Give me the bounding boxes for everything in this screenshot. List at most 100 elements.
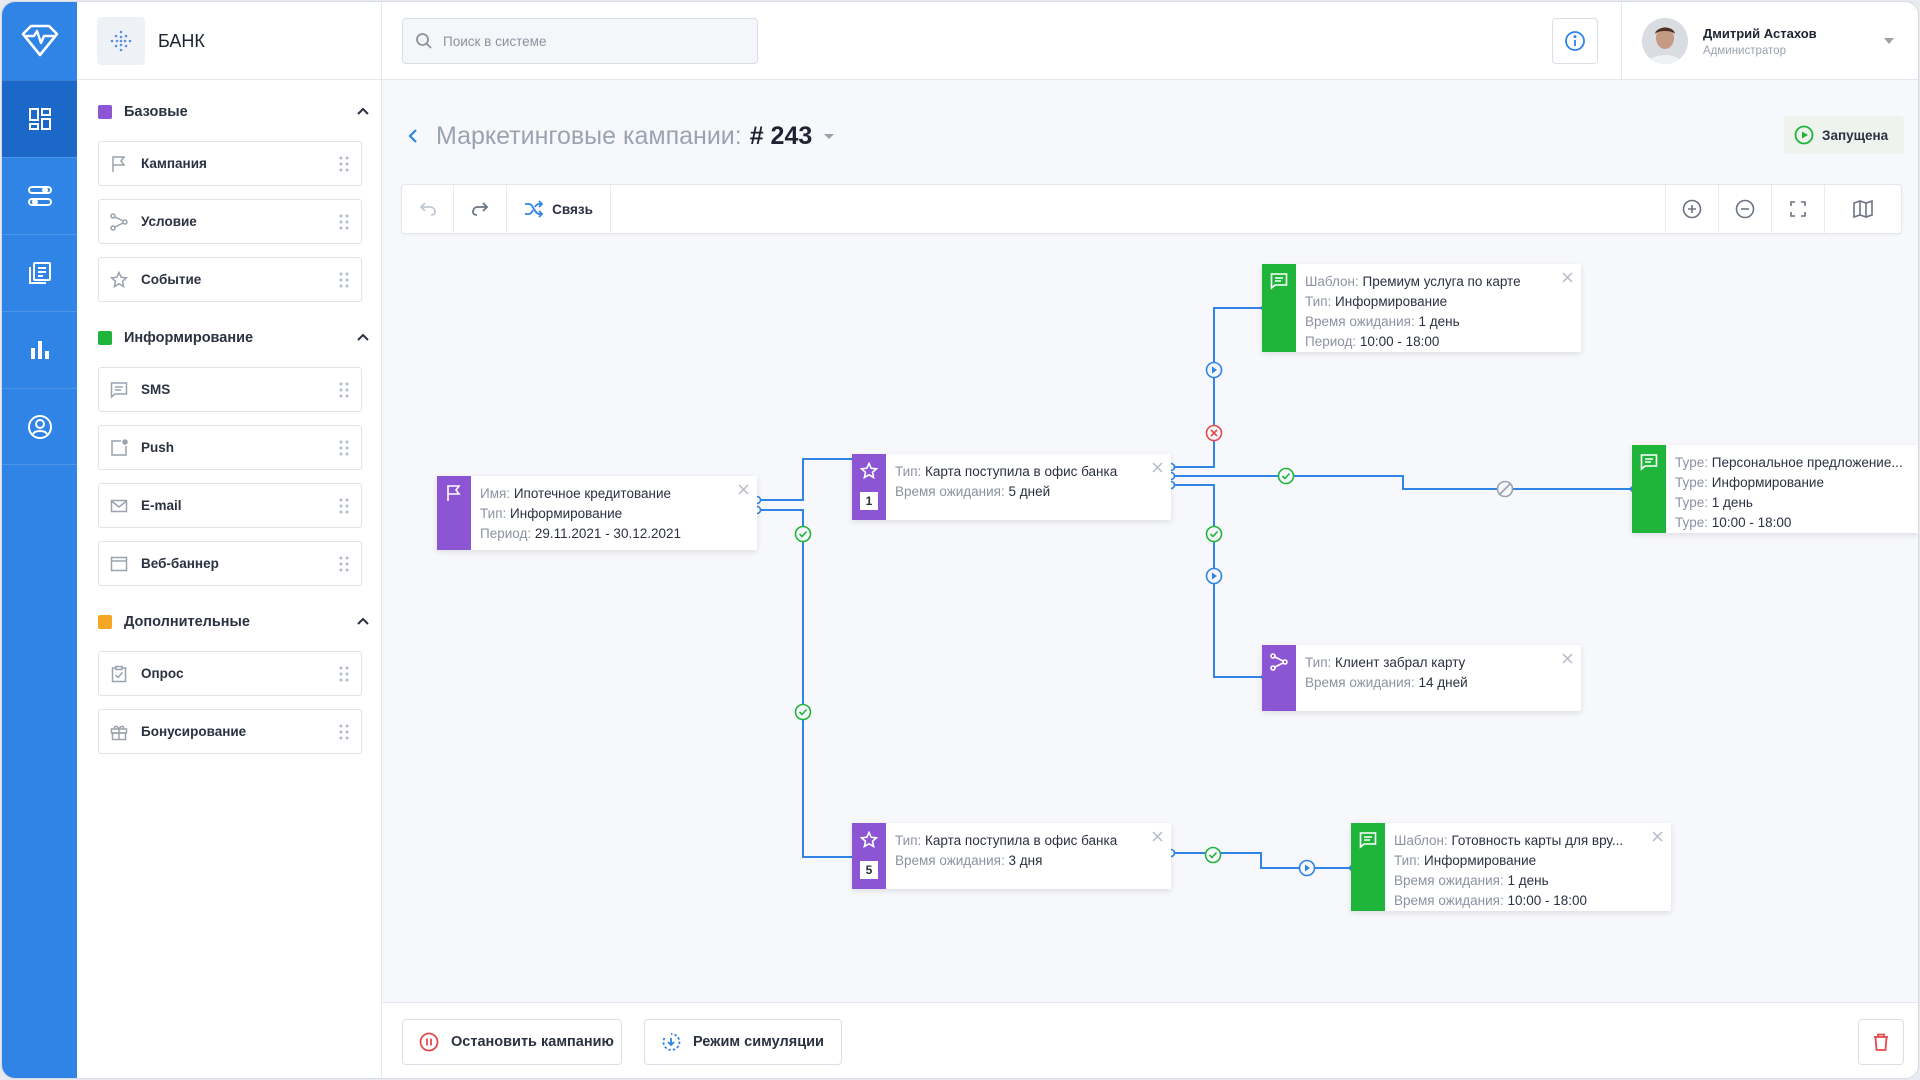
close-icon[interactable] bbox=[1562, 653, 1573, 664]
palette-item-web-banner[interactable]: Веб-баннер bbox=[98, 541, 362, 586]
app-logo-icon[interactable] bbox=[2, 2, 77, 80]
field-value: 10:00 - 18:00 bbox=[1507, 893, 1588, 908]
back-arrow-icon[interactable] bbox=[404, 127, 422, 145]
zoom-out-button[interactable] bbox=[1718, 185, 1771, 233]
nav-documents-icon[interactable] bbox=[2, 234, 77, 311]
group-label: Дополнительные bbox=[124, 614, 250, 630]
close-icon[interactable] bbox=[1152, 831, 1163, 842]
link-button[interactable]: Связь bbox=[507, 185, 611, 233]
top-bar: Дмитрий Астахов Администратор bbox=[382, 2, 1918, 80]
node-template-premium[interactable]: Шаблон: Премиум услуга по карте Тип: Инф… bbox=[1262, 264, 1581, 352]
zoom-in-button[interactable] bbox=[1665, 185, 1718, 233]
field-value: Ипотечное кредитование bbox=[513, 486, 672, 501]
undo-button[interactable] bbox=[402, 185, 454, 233]
chevron-up-icon[interactable] bbox=[356, 105, 370, 119]
palette-item-event[interactable]: Событие bbox=[98, 257, 362, 302]
close-icon[interactable] bbox=[1562, 272, 1573, 283]
group-label: Базовые bbox=[124, 104, 188, 120]
gift-icon bbox=[109, 722, 129, 742]
drag-handle-icon[interactable] bbox=[338, 723, 350, 741]
zoom-in-icon bbox=[1682, 199, 1702, 219]
palette-item-condition[interactable]: Условие bbox=[98, 199, 362, 244]
field-key: Время ожидания: bbox=[1305, 675, 1415, 690]
close-icon[interactable] bbox=[1652, 831, 1663, 842]
message-icon bbox=[1640, 454, 1658, 471]
drag-handle-icon[interactable] bbox=[338, 665, 350, 683]
simulation-mode-button[interactable]: Режим симуляции bbox=[644, 1019, 842, 1065]
palette-item-push[interactable]: Push bbox=[98, 425, 362, 470]
palette-item-campaign[interactable]: Кампания bbox=[98, 141, 362, 186]
palette-item-survey[interactable]: Опрос bbox=[98, 651, 362, 696]
palette-item-label: Push bbox=[141, 440, 175, 455]
node-event-5[interactable]: 5 Тип: Карта поступила в офис банка Врем… bbox=[852, 823, 1171, 889]
push-notification-icon bbox=[109, 438, 129, 458]
nav-analytics-icon[interactable] bbox=[2, 311, 77, 388]
field-value: Информирование bbox=[1335, 294, 1448, 309]
field-value: 5 дней bbox=[1008, 484, 1051, 499]
drag-handle-icon[interactable] bbox=[338, 439, 350, 457]
node-event-1[interactable]: 1 Тип: Карта поступила в офис банка Врем… bbox=[852, 454, 1171, 520]
close-icon[interactable] bbox=[738, 484, 749, 495]
brand-name: БАНК bbox=[158, 31, 205, 51]
palette-item-label: Кампания bbox=[141, 156, 207, 171]
palette-item-email[interactable]: E-mail bbox=[98, 483, 362, 528]
check-marker-icon bbox=[1205, 525, 1223, 543]
nav-profile-icon[interactable] bbox=[2, 388, 77, 465]
field-key: Период: bbox=[1305, 334, 1357, 349]
check-marker-icon bbox=[794, 525, 812, 543]
node-band bbox=[1351, 823, 1385, 911]
node-condition[interactable]: Тип: Клиент забрал карту Время ожидания:… bbox=[1262, 645, 1581, 711]
stop-campaign-label: Остановить кампанию bbox=[451, 1034, 614, 1050]
cross-marker-icon bbox=[1205, 424, 1223, 442]
drag-handle-icon[interactable] bbox=[338, 497, 350, 515]
group-extra-header[interactable]: Дополнительные bbox=[98, 610, 370, 634]
fullscreen-button[interactable] bbox=[1771, 185, 1824, 233]
field-value: Информирование bbox=[1711, 475, 1824, 490]
delete-button[interactable] bbox=[1858, 1019, 1904, 1065]
trash-icon bbox=[1874, 1033, 1888, 1051]
field-key: Шаблон: bbox=[1394, 833, 1448, 848]
node-template-ready[interactable]: Шаблон: Готовность карты для вру... Тип:… bbox=[1351, 823, 1671, 911]
field-value: Персональное предложение... bbox=[1711, 455, 1903, 470]
caret-down-icon[interactable] bbox=[1883, 36, 1895, 46]
page-title-number: # 243 bbox=[749, 121, 813, 150]
palette-item-bonus[interactable]: Бонусирование bbox=[98, 709, 362, 754]
step-number-badge: 1 bbox=[860, 492, 878, 510]
group-basic-header[interactable]: Базовые bbox=[98, 100, 370, 124]
field-value: 1 день bbox=[1507, 873, 1549, 888]
search-box[interactable] bbox=[402, 18, 758, 64]
node-campaign[interactable]: Имя: Ипотечное кредитование Тип: Информи… bbox=[437, 476, 757, 550]
nav-dashboard-icon[interactable] bbox=[2, 80, 77, 157]
minimap-button[interactable] bbox=[1824, 185, 1901, 233]
redo-button[interactable] bbox=[454, 185, 507, 233]
search-input[interactable] bbox=[443, 33, 743, 49]
group-inform-header[interactable]: Информирование bbox=[98, 326, 370, 350]
user-menu[interactable]: Дмитрий Астахов Администратор bbox=[1621, 2, 1918, 80]
drag-handle-icon[interactable] bbox=[338, 381, 350, 399]
chevron-up-icon[interactable] bbox=[356, 615, 370, 629]
close-icon[interactable] bbox=[1152, 462, 1163, 473]
palette-item-sms[interactable]: SMS bbox=[98, 367, 362, 412]
stop-campaign-button[interactable]: Остановить кампанию bbox=[402, 1019, 622, 1065]
drag-handle-icon[interactable] bbox=[338, 155, 350, 173]
drag-handle-icon[interactable] bbox=[338, 271, 350, 289]
palette-item-label: Веб-баннер bbox=[141, 556, 219, 571]
avatar[interactable] bbox=[1642, 18, 1688, 64]
drag-handle-icon[interactable] bbox=[338, 213, 350, 231]
field-value: 10:00 - 18:00 bbox=[1359, 334, 1440, 349]
field-key: Type: bbox=[1675, 515, 1709, 530]
nav-settings-sliders-icon[interactable] bbox=[2, 157, 77, 234]
caret-down-icon[interactable] bbox=[822, 129, 836, 143]
undo-icon bbox=[419, 202, 436, 216]
canvas-toolbar: Связь bbox=[401, 184, 1902, 234]
flow-canvas[interactable]: Имя: Ипотечное кредитование Тип: Информи… bbox=[382, 240, 1918, 1000]
map-icon bbox=[1853, 200, 1873, 218]
chevron-up-icon[interactable] bbox=[356, 331, 370, 345]
drag-handle-icon[interactable] bbox=[338, 555, 350, 573]
info-button[interactable] bbox=[1552, 18, 1598, 64]
field-value: 1 день bbox=[1711, 495, 1753, 510]
field-value: Клиент забрал карту bbox=[1335, 655, 1466, 670]
nav-rail bbox=[2, 2, 77, 1078]
field-key: Время ожидания: bbox=[895, 484, 1005, 499]
node-personal-offer[interactable]: Type: Персональное предложение... Type: … bbox=[1632, 445, 1918, 533]
